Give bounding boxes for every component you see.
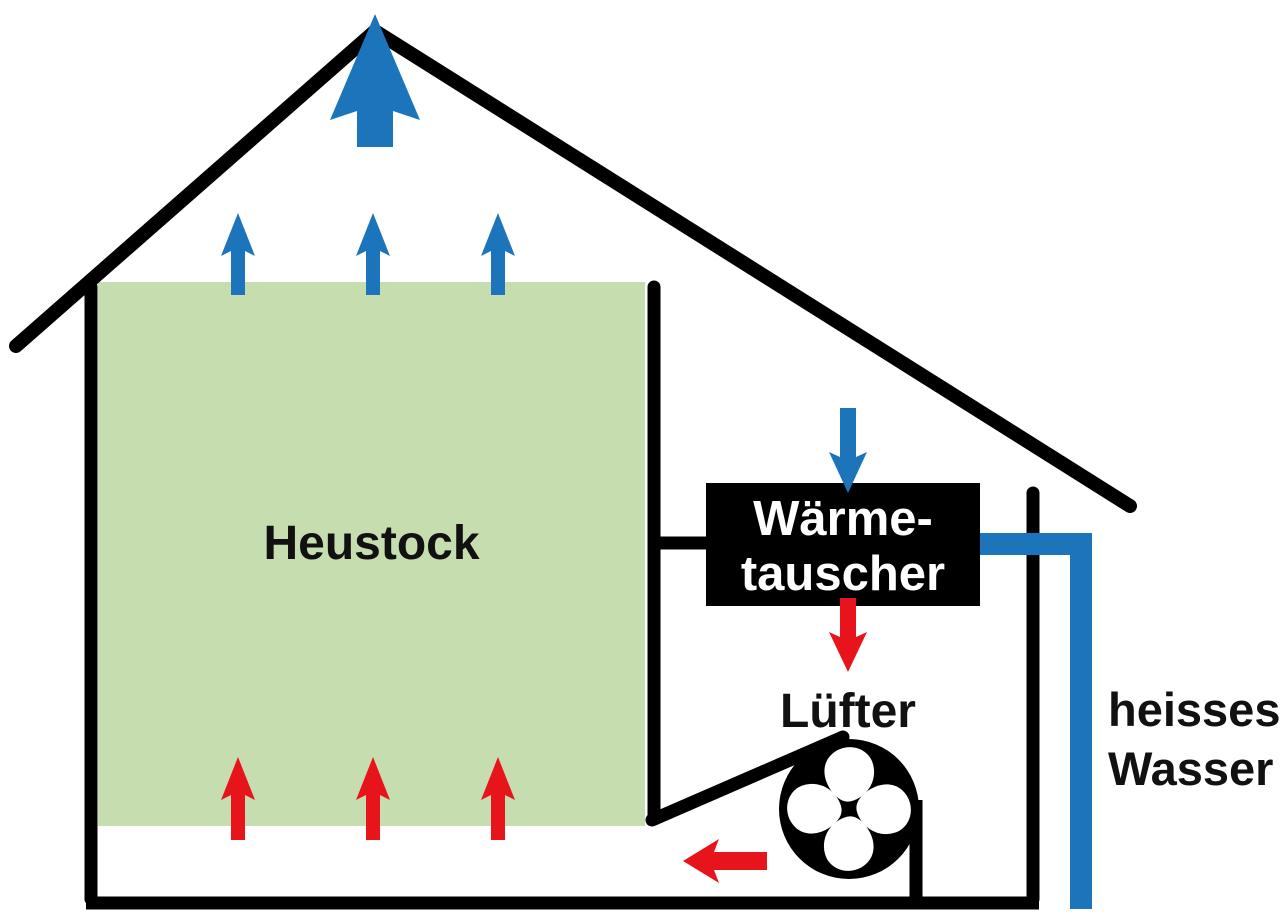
heat-exchanger-box	[706, 483, 980, 606]
blue-down-arrow	[829, 408, 867, 493]
red-up-arrow	[481, 757, 515, 840]
fan-housing	[779, 739, 919, 879]
blue-up-arrow	[356, 213, 390, 295]
roof-left-line	[9, 24, 382, 353]
blue-up-arrow	[221, 213, 255, 295]
hay-stack-area	[98, 282, 645, 826]
red-down-arrow	[829, 598, 867, 672]
blue-up-arrows	[221, 213, 515, 295]
hot-water-pipe	[980, 533, 1092, 909]
heat-exchanger-label-line2: tauscher	[740, 546, 946, 601]
fan-icon	[779, 739, 919, 879]
heat-exchanger-label-line1: Wärme-	[753, 491, 933, 546]
blue-up-arrow	[481, 213, 515, 295]
hot-water-label: heisses Wasser	[1108, 680, 1280, 798]
hay-stack-label: Heustock	[263, 517, 480, 570]
big-blue-up-arrow	[330, 14, 420, 147]
fan-label: Lüfter	[780, 685, 916, 738]
hot-water-label-line1: heisses	[1108, 683, 1280, 736]
red-left-arrow	[683, 839, 767, 883]
red-up-arrows	[221, 757, 515, 840]
red-up-arrow	[221, 757, 255, 840]
fan-blade	[856, 784, 911, 835]
roof-right-line	[368, 24, 1137, 513]
fan-blade	[824, 747, 875, 802]
hot-water-label-line2: Wasser	[1108, 742, 1274, 796]
fan-blade	[823, 816, 874, 871]
heat-exchanger-label: Wärme- tauscher	[706, 483, 980, 606]
fan-blade	[787, 783, 842, 834]
red-up-arrow	[356, 757, 390, 840]
